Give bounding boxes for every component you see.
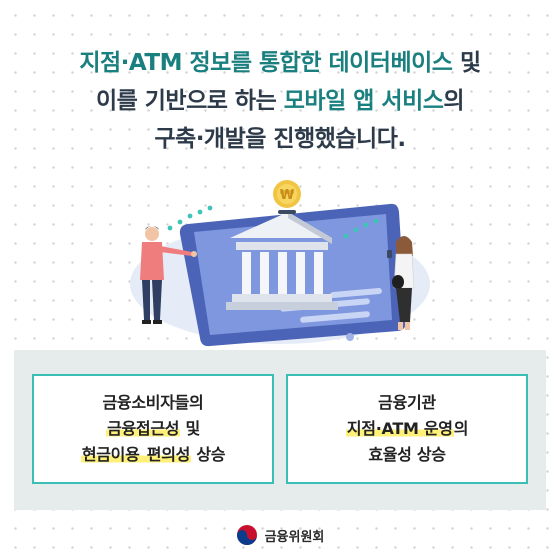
headline-line-3: 구축·개발을 진행했습니다. <box>154 126 406 152</box>
coin-symbol: ₩ <box>280 188 295 203</box>
consumer-card-line-2: 금융접근성 및 <box>34 416 272 442</box>
connection-dots-right <box>343 218 379 239</box>
won-coin-icon: ₩ <box>273 180 301 214</box>
highlight-financial-access: 금융접근성 <box>106 419 181 438</box>
highlight-cash-use: 현금이용 <box>80 445 146 464</box>
consumer-card-line-1: 금융소비자들의 <box>102 393 204 412</box>
consumer-card-line-3: 현금이용 편의성 상승 <box>34 442 272 468</box>
headline-line-2: 이를 기반으로 하는 모바일 앱 서비스의 <box>0 82 560 120</box>
bank-phone-illustration: ₩ <box>130 180 430 347</box>
connection-dots-left <box>167 205 213 231</box>
headline-line-2-post: 의 <box>443 88 465 114</box>
institution-card-line-2: 지점·ATM 운영의 <box>288 416 526 442</box>
consumer-card-line-3-post: 상승 <box>191 445 226 464</box>
woman-figure-icon <box>387 236 415 330</box>
institution-benefit-card: 금융기관 지점·ATM 운영의 효율성 상승 <box>286 374 528 484</box>
institution-card-line-3: 효율성 상승 <box>368 445 446 464</box>
bank-building-icon <box>226 212 338 310</box>
organization-name: 금융위원회 <box>264 529 325 545</box>
consumer-benefit-card: 금융소비자들의 금융접근성 및 현금이용 편의성 상승 <box>32 374 274 484</box>
institution-card-line-2-post: 의 <box>453 419 469 438</box>
man-figure-icon <box>140 226 197 324</box>
consumer-card-line-2-post: 및 <box>180 419 200 438</box>
taegeuk-emblem-icon <box>236 525 257 545</box>
headline-highlight-database: 지점·ATM 정보를 통합한 데이터베이스 <box>79 50 453 76</box>
headline-line-2-pre: 이를 기반으로 하는 <box>95 88 284 114</box>
institution-card-line-1: 금융기관 <box>378 393 436 412</box>
footer: 금융위원회 <box>0 520 560 550</box>
headline-line-1-rest: 및 <box>452 50 481 76</box>
highlight-convenience: 편의성 <box>145 445 192 464</box>
headline-line-1: 지점·ATM 정보를 통합한 데이터베이스 및 <box>0 44 560 82</box>
highlight-branch-atm-operation: 지점·ATM 운영 <box>345 419 454 438</box>
headline: 지점·ATM 정보를 통합한 데이터베이스 및 이를 기반으로 하는 모바일 앱… <box>0 44 560 158</box>
headline-highlight-mobile-app: 모바일 앱 서비스 <box>283 88 444 114</box>
